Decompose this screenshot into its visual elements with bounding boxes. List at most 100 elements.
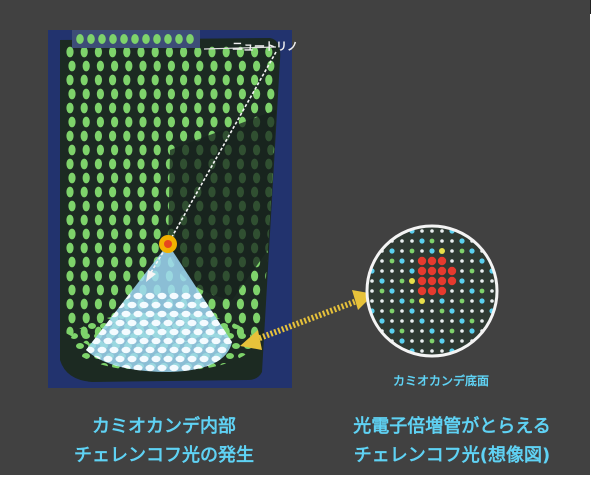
photomultiplier-hit xyxy=(380,259,384,263)
wall-tube xyxy=(96,228,104,240)
wall-tube xyxy=(125,256,133,268)
photomultiplier-hit xyxy=(370,289,374,293)
wall-tube xyxy=(251,46,259,58)
wall-tube xyxy=(182,60,190,72)
wall-tube xyxy=(236,74,244,86)
frame-edge-line xyxy=(590,0,591,14)
zoom-arrow-head-left xyxy=(240,330,262,350)
photomultiplier-hit xyxy=(399,338,405,344)
photomultiplier-hit xyxy=(380,309,384,313)
photomultiplier-hit xyxy=(490,329,494,333)
illuminated-tube xyxy=(127,337,137,345)
photomultiplier-hit xyxy=(440,239,444,243)
wall-tube xyxy=(265,74,273,86)
wall-tube xyxy=(151,186,159,198)
illuminated-tube xyxy=(157,364,167,372)
photomultiplier-hit xyxy=(390,229,394,233)
wall-tube xyxy=(123,158,131,170)
illuminated-tube xyxy=(193,346,203,354)
photomultiplier-hit xyxy=(460,269,464,273)
top-band-tube xyxy=(142,34,150,44)
wall-shadow xyxy=(168,110,276,300)
photomultiplier-hit xyxy=(480,319,484,323)
photomultiplier-hit xyxy=(450,319,454,323)
wall-tube xyxy=(167,116,175,128)
wall-tube xyxy=(151,158,159,170)
illuminated-tube xyxy=(181,328,191,336)
wall-tube xyxy=(222,102,230,114)
wall-tube xyxy=(80,298,88,310)
wall-tube xyxy=(109,74,117,86)
photomultiplier-hit xyxy=(470,219,475,224)
photomultiplier-hit xyxy=(419,298,425,304)
photomultiplier-hit xyxy=(420,249,424,253)
wall-tube xyxy=(153,200,161,212)
wall-tube xyxy=(82,284,90,296)
wall-tube xyxy=(68,172,76,184)
illuminated-tube xyxy=(193,328,203,336)
neutrino-label: ニュートリノ xyxy=(232,40,298,53)
photomultiplier-hit xyxy=(459,248,465,254)
wall-tube xyxy=(153,116,161,128)
photomultiplier-hit xyxy=(480,309,484,313)
photomultiplier-hit xyxy=(410,319,414,323)
illuminated-tube xyxy=(145,346,155,354)
photomultiplier-hit xyxy=(399,218,404,223)
photomultiplier-hit xyxy=(420,349,424,353)
wall-tube xyxy=(96,200,104,212)
wall-tube xyxy=(222,46,230,58)
left-caption-line1: カミオカンデ内部 xyxy=(92,415,236,437)
photomultiplier-hit xyxy=(390,299,394,303)
photomultiplier-hit xyxy=(490,279,494,283)
photomultiplier-hit xyxy=(400,239,404,243)
photomultiplier-hit xyxy=(470,359,474,363)
photomultiplier-hit xyxy=(429,248,435,254)
neutrino-label-leader xyxy=(203,46,277,50)
photomultiplier-hit xyxy=(429,338,435,344)
wall-tube xyxy=(125,116,133,128)
illuminated-tube xyxy=(163,355,173,363)
photomultiplier-hit xyxy=(500,329,505,334)
photomultiplier-hit xyxy=(459,278,465,284)
photomultiplier-hit xyxy=(450,259,454,263)
photomultiplier-hit xyxy=(500,349,504,353)
photomultiplier-hit xyxy=(420,309,424,313)
photomultiplier-hit xyxy=(499,358,504,363)
illuminated-tube xyxy=(103,337,113,345)
photomultiplier-hit xyxy=(420,339,424,343)
photomultiplier-hit xyxy=(370,299,374,303)
illuminated-tube xyxy=(157,310,167,318)
illuminated-tube xyxy=(217,346,227,354)
illuminated-tube xyxy=(187,301,197,309)
wall-tube xyxy=(109,242,117,254)
wall-tube xyxy=(80,130,88,142)
photomultiplier-hit xyxy=(389,288,395,294)
photomultiplier-hit xyxy=(490,359,495,364)
wall-tube xyxy=(80,158,88,170)
photomultiplier-hit xyxy=(479,258,485,264)
top-band-tube xyxy=(153,34,161,44)
photomultiplier-hit xyxy=(429,328,435,334)
photomultiplier-hit xyxy=(450,359,454,363)
photomultiplier-hit xyxy=(470,229,474,233)
photomultiplier-hit xyxy=(499,278,504,283)
photomultiplier-hit xyxy=(489,228,495,234)
illuminated-tube xyxy=(139,319,149,327)
wall-tube xyxy=(267,88,275,100)
illuminated-tube xyxy=(205,346,215,354)
wall-tube xyxy=(68,284,76,296)
illuminated-tube xyxy=(211,319,221,327)
photomultiplier-hit xyxy=(480,349,484,353)
illuminated-tube xyxy=(181,346,191,354)
photomultiplier-hit xyxy=(359,338,364,343)
photomultiplier-hit xyxy=(479,238,485,244)
photomultiplier-hit xyxy=(427,256,437,266)
illuminated-tube xyxy=(175,319,185,327)
wall-tube xyxy=(96,116,104,128)
photomultiplier-hit xyxy=(500,249,504,253)
wall-tube xyxy=(123,186,131,198)
photomultiplier-hit xyxy=(360,229,364,233)
illuminated-tube xyxy=(133,310,143,318)
illuminated-tube xyxy=(127,319,137,327)
wall-tube xyxy=(125,228,133,240)
